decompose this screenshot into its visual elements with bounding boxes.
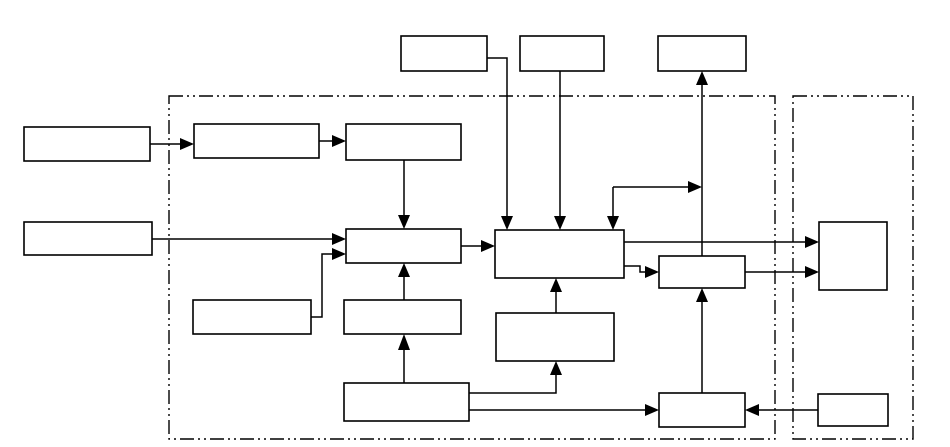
arrowhead-stage-1-to-stage-2 (332, 135, 346, 147)
block-input-top-rect[interactable] (23, 126, 151, 162)
arrowhead-stage-2-to-merge (398, 215, 410, 229)
block-core[interactable] (494, 229, 625, 279)
block-side-left[interactable] (192, 299, 312, 335)
conn-side-left-to-merge (311, 253, 338, 318)
arrowhead-branch-to-vertical (688, 181, 702, 193)
arrowhead-right-bottom-to-core-lower (550, 361, 562, 375)
block-sub-bottom[interactable] (343, 382, 470, 422)
block-right-small[interactable] (658, 255, 746, 289)
arrowhead-core-to-output (805, 236, 819, 248)
block-core-rect[interactable] (494, 229, 625, 279)
arrowhead-input-bottom-to-merge (332, 233, 346, 245)
block-top-c[interactable] (657, 35, 747, 72)
block-output-rect[interactable] (818, 221, 888, 291)
block-output[interactable] (818, 221, 888, 291)
arrowhead-right-small-to-output (805, 266, 819, 278)
block-side-left-rect[interactable] (192, 299, 312, 335)
block-right-small-rect[interactable] (658, 255, 746, 289)
block-input-bottom-rect[interactable] (23, 221, 153, 256)
block-right-bottom[interactable] (658, 392, 746, 428)
block-top-b[interactable] (519, 35, 605, 72)
arrowhead-right-bottom-to-right-small (696, 288, 708, 302)
block-feedback-source-rect[interactable] (817, 393, 889, 427)
group-right-panel (792, 95, 914, 440)
block-top-b-rect[interactable] (519, 35, 605, 72)
block-sub-mid[interactable] (343, 299, 462, 335)
block-top-c-rect[interactable] (657, 35, 747, 72)
block-sub-bottom-rect[interactable] (343, 382, 470, 422)
arrowhead-input-top-to-stage-1 (180, 138, 194, 150)
arrowhead-junction-to-core (607, 216, 619, 230)
block-input-bottom[interactable] (23, 221, 153, 256)
arrowhead-side-left-to-merge (332, 248, 346, 260)
block-merge-rect[interactable] (345, 228, 462, 264)
arrowhead-sub-bottom-to-sub-mid (398, 334, 410, 350)
block-input-top[interactable] (23, 126, 151, 162)
arrowhead-top-a-to-core (501, 216, 513, 230)
arrowhead-sub-mid-to-merge (398, 263, 410, 277)
block-stage-1[interactable] (193, 123, 320, 159)
block-merge[interactable] (345, 228, 462, 264)
block-right-bottom-rect[interactable] (658, 392, 746, 428)
arrowhead-merge-to-core (481, 240, 495, 252)
block-core-lower[interactable] (495, 312, 615, 362)
block-feedback-source[interactable] (817, 393, 889, 427)
conn-right-bottom-to-core-lower (469, 372, 557, 394)
block-sub-mid-rect[interactable] (343, 299, 462, 335)
arrowhead-core-to-right-small (645, 266, 659, 278)
block-stage-2-rect[interactable] (345, 123, 462, 161)
block-top-a-rect[interactable] (400, 35, 488, 72)
connection-layer (150, 57, 819, 416)
arrowhead-feedback-to-right-bottom (745, 404, 759, 416)
conn-top-a-to-core (487, 57, 508, 219)
arrowhead-sub-bottom-to-right-bottom (645, 404, 659, 416)
block-stage-2[interactable] (345, 123, 462, 161)
arrowhead-core-lower-to-core (550, 278, 562, 292)
block-stage-1-rect[interactable] (193, 123, 320, 159)
group-panels (168, 95, 914, 440)
block-top-a[interactable] (400, 35, 488, 72)
block-core-lower-rect[interactable] (495, 312, 615, 362)
arrowhead-right-bottom-to-top-c (696, 71, 708, 85)
group-left-panel (168, 95, 776, 440)
block-layer (23, 35, 889, 428)
arrowhead-top-b-to-core (554, 216, 566, 230)
